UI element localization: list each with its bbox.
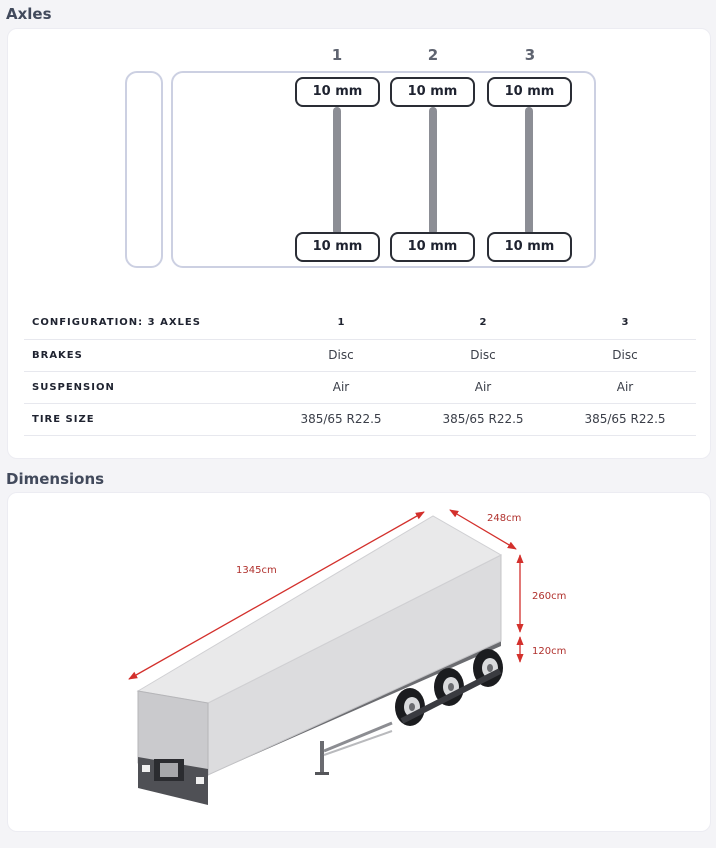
suspension-axle-1: Air — [270, 371, 412, 404]
trailer-dimensions-illustration: 1345cm 248cm 260cm 120cm — [128, 509, 566, 805]
column-header-axle-2: 2 — [412, 307, 554, 340]
landing-gear — [315, 721, 393, 775]
trailer-wheels — [395, 649, 503, 726]
tire-size-axle-2: 385/65 R22.5 — [412, 403, 554, 436]
suspension-axle-2: Air — [412, 371, 554, 404]
brakes-axle-3: Disc — [554, 339, 696, 372]
column-header-axle-3: 3 — [554, 307, 696, 340]
tire-top-axle-3: 10 mm — [487, 77, 572, 107]
axle-number-1: 1 — [331, 46, 343, 64]
brakes-axle-2: Disc — [412, 339, 554, 372]
tractor-outline — [125, 71, 163, 268]
brakes-axle-1: Disc — [270, 339, 412, 372]
table-row-brakes: BRAKES Disc Disc Disc — [24, 339, 696, 372]
suspension-axle-3: Air — [554, 371, 696, 404]
config-label: CONFIGURATION: 3 AXLES — [24, 307, 270, 340]
dimensions-card: 1345cm 248cm 260cm 120cm — [7, 492, 711, 832]
dimensions-section-title: Dimensions — [6, 470, 105, 488]
axles-section-title: Axles — [6, 5, 52, 23]
axle-shaft-1 — [333, 107, 341, 235]
column-header-axle-1: 1 — [270, 307, 412, 340]
row-label-brakes: BRAKES — [24, 339, 270, 372]
axles-card: 1 2 3 10 mm 10 mm 10 mm 10 mm 10 mm 10 m… — [7, 28, 711, 459]
dimension-arrows — [128, 509, 524, 680]
axle-number-3: 3 — [524, 46, 536, 64]
table-row-tire-size: TIRE SIZE 385/65 R22.5 385/65 R22.5 385/… — [24, 403, 696, 436]
table-row-suspension: SUSPENSION Air Air Air — [24, 371, 696, 404]
axle-shaft-3 — [525, 107, 533, 235]
trailer-illustration — [136, 515, 503, 805]
axle-shaft-2 — [429, 107, 437, 235]
tire-bottom-axle-3: 10 mm — [487, 232, 572, 262]
length-label: 1345cm — [236, 565, 277, 576]
ground-clearance-label: 120cm — [532, 646, 566, 657]
table-header-row: CONFIGURATION: 3 AXLES 1 2 3 — [24, 307, 696, 340]
width-label: 248cm — [487, 513, 521, 524]
height-label: 260cm — [532, 591, 566, 602]
length-arrow — [128, 511, 425, 680]
tire-top-axle-2: 10 mm — [390, 77, 475, 107]
tire-top-axle-1: 10 mm — [295, 77, 380, 107]
tire-size-axle-1: 385/65 R22.5 — [270, 403, 412, 436]
axle-number-2: 2 — [427, 46, 439, 64]
axle-spec-table: CONFIGURATION: 3 AXLES 1 2 3 BRAKES Disc… — [24, 307, 696, 436]
tire-bottom-axle-1: 10 mm — [295, 232, 380, 262]
row-label-suspension: SUSPENSION — [24, 371, 270, 404]
tire-bottom-axle-2: 10 mm — [390, 232, 475, 262]
tire-size-axle-3: 385/65 R22.5 — [554, 403, 696, 436]
width-arrow — [449, 509, 517, 550]
trailer-outline — [171, 71, 596, 268]
row-label-tire-size: TIRE SIZE — [24, 403, 270, 436]
